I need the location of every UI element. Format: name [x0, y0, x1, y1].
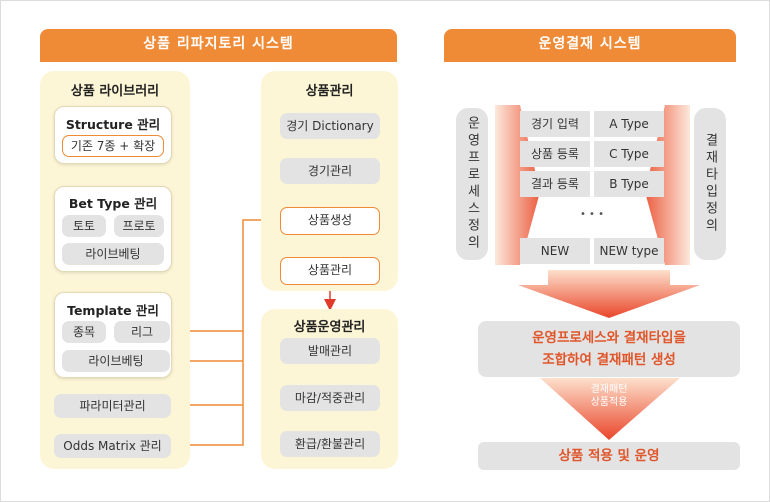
- repository-header-underline: [40, 59, 397, 62]
- link-odds: [171, 331, 244, 446]
- game-dictionary[interactable]: 경기 Dictionary: [280, 113, 380, 139]
- repository-header: 상품 리파지토리 시스템: [40, 29, 397, 59]
- sale-management[interactable]: 발매관리: [280, 338, 380, 364]
- row-process-new: NEW: [520, 238, 590, 264]
- big-down-arrow: [518, 270, 700, 318]
- refund-management[interactable]: 환급/환불관리: [280, 431, 380, 457]
- param-management[interactable]: 파라미터관리: [54, 394, 171, 418]
- product-mgmt-title: 상품관리: [305, 84, 354, 99]
- structure-title: Structure 관리: [65, 117, 161, 132]
- bettype-toto[interactable]: 토토: [62, 215, 106, 237]
- row-process-3: 결과 등록: [520, 171, 590, 197]
- ellipsis: • • •: [579, 209, 605, 220]
- structure-item[interactable]: 기존 7종 + 확장: [62, 135, 164, 157]
- odds-matrix-management[interactable]: Odds Matrix 관리: [54, 434, 171, 458]
- apply-down-arrow: [540, 378, 680, 440]
- approval-header-underline: [444, 59, 736, 62]
- library-title: 상품 라이브러리: [70, 84, 160, 99]
- template-title: Template 관리: [67, 303, 159, 318]
- bettype-title: Bet Type 관리: [68, 196, 158, 211]
- row-type-1: A Type: [594, 111, 664, 137]
- product-manage[interactable]: 상품관리: [280, 257, 380, 285]
- row-process-1: 경기 입력: [520, 111, 590, 137]
- approval-header: 운영결재 시스템: [444, 29, 736, 59]
- template-live[interactable]: 라이브베팅: [62, 350, 170, 372]
- row-type-3: B Type: [594, 171, 664, 197]
- template-sport[interactable]: 종목: [62, 321, 106, 343]
- process-definition-label: 운영프로세스정의: [456, 108, 488, 260]
- bettype-proto[interactable]: 프로토: [114, 215, 164, 237]
- row-process-2: 상품 등록: [520, 141, 590, 167]
- row-type-2: C Type: [594, 141, 664, 167]
- apply-pattern-label: 결재패턴 상품적용: [590, 384, 628, 408]
- combine-pattern-text: 운영프로세스와 결재타입을 조합하여 결재패턴 생성: [478, 321, 740, 377]
- game-management[interactable]: 경기관리: [280, 158, 380, 184]
- close-hit-management[interactable]: 마감/적중관리: [280, 385, 380, 411]
- approval-type-definition-label: 결재타입정의: [694, 108, 726, 260]
- row-type-new: NEW type: [594, 238, 664, 264]
- final-apply-operate: 상품 적용 및 운영: [478, 442, 740, 470]
- product-create[interactable]: 상품생성: [280, 207, 380, 235]
- bettype-live[interactable]: 라이브베팅: [62, 243, 164, 265]
- template-league[interactable]: 리그: [114, 321, 170, 343]
- link-league: [171, 214, 279, 332]
- product-ops-title: 상품운영관리: [293, 320, 366, 335]
